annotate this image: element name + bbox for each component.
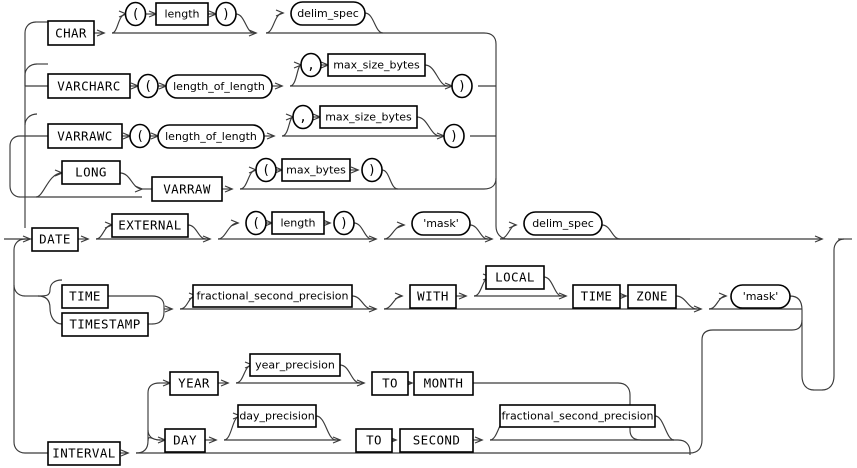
node-day[interactable]: DAY — [164, 428, 206, 453]
node-paren-open-4-label: ( — [262, 163, 270, 178]
node-year-precision[interactable]: year_precision — [249, 353, 341, 377]
node-mask-1[interactable]: 'mask' — [411, 211, 471, 236]
node-paren-close-2-label: ) — [458, 79, 466, 94]
node-external[interactable]: EXTERNAL — [111, 213, 189, 238]
node-paren-open-3-label: ( — [136, 129, 144, 144]
node-day-precision-label: day_precision — [239, 410, 314, 423]
node-comma-2-label: , — [299, 110, 307, 125]
node-interval[interactable]: INTERVAL — [47, 441, 121, 466]
node-year-precision-label: year_precision — [255, 359, 335, 372]
node-long[interactable]: LONG — [61, 160, 121, 185]
node-year-label: YEAR — [178, 376, 210, 391]
node-second[interactable]: SECOND — [399, 428, 474, 453]
node-paren-close-4[interactable]: ) — [361, 157, 383, 183]
node-paren-close-4-label: ) — [368, 163, 376, 178]
node-delim-spec-1-label: delim_spec — [297, 7, 359, 20]
node-length-of-length-1[interactable]: length_of_length — [165, 74, 273, 99]
node-comma-1-label: , — [307, 58, 315, 73]
node-varrawc-label: VARRAWC — [57, 129, 112, 144]
node-mask-1-label: 'mask' — [423, 217, 459, 230]
node-paren-open-1-label: ( — [132, 7, 140, 22]
node-time-2[interactable]: TIME — [572, 284, 621, 309]
node-varrawc[interactable]: VARRAWC — [47, 123, 123, 149]
node-second-label: SECOND — [413, 433, 461, 448]
node-length-of-length-2-label: length_of_length — [165, 130, 257, 143]
node-paren-open-1[interactable]: ( — [124, 1, 147, 27]
node-month-label: MONTH — [424, 376, 464, 391]
node-comma-1[interactable]: , — [300, 52, 322, 78]
node-char-label: CHAR — [55, 26, 87, 41]
node-zone-label: ZONE — [636, 289, 668, 304]
node-mask-2-label: 'mask' — [743, 290, 779, 303]
node-timestamp[interactable]: TIMESTAMP — [61, 312, 149, 337]
node-max-size-bytes-2[interactable]: max_size_bytes — [319, 105, 418, 129]
node-to-2-label: TO — [366, 433, 382, 448]
node-paren-open-5-label: ( — [252, 216, 260, 231]
node-timestamp-label: TIMESTAMP — [69, 317, 140, 332]
node-paren-open-3[interactable]: ( — [129, 123, 151, 149]
node-length-1[interactable]: length — [155, 2, 209, 26]
node-local[interactable]: LOCAL — [485, 265, 545, 290]
node-delim-spec-2-label: delim_spec — [532, 217, 594, 230]
node-paren-open-2[interactable]: ( — [137, 73, 159, 99]
node-fractional-second-precision-1[interactable]: fractional_second_precision — [192, 284, 353, 308]
node-paren-close-5-label: ) — [340, 216, 348, 231]
node-paren-close-3[interactable]: ) — [443, 123, 465, 149]
node-paren-close-3-label: ) — [450, 129, 458, 144]
node-max-size-bytes-1-label: max_size_bytes — [333, 59, 420, 72]
node-time-label: TIME — [69, 289, 101, 304]
node-external-label: EXTERNAL — [118, 218, 181, 233]
node-year[interactable]: YEAR — [169, 371, 219, 396]
node-with-label: WITH — [417, 289, 449, 304]
node-mask-2[interactable]: 'mask' — [730, 284, 791, 309]
node-length-2-label: length — [280, 217, 315, 230]
node-length-of-length-2[interactable]: length_of_length — [157, 124, 265, 149]
node-length-2[interactable]: length — [271, 211, 325, 235]
node-delim-spec-2[interactable]: delim_spec — [523, 211, 603, 236]
node-paren-open-2-label: ( — [144, 79, 152, 94]
node-long-label: LONG — [75, 165, 107, 180]
node-varcharc[interactable]: VARCHARC — [47, 73, 131, 99]
node-varraw[interactable]: VARRAW — [151, 176, 223, 202]
node-to-1-label: TO — [382, 376, 398, 391]
node-paren-close-5[interactable]: ) — [333, 210, 355, 236]
node-char[interactable]: CHAR — [47, 20, 95, 46]
node-interval-label: INTERVAL — [52, 446, 115, 461]
node-max-bytes[interactable]: max_bytes — [281, 158, 351, 182]
node-paren-close-1-label: ) — [222, 7, 230, 22]
node-with[interactable]: WITH — [409, 284, 457, 309]
node-local-label: LOCAL — [495, 270, 535, 285]
node-date[interactable]: DATE — [31, 227, 79, 252]
node-max-bytes-label: max_bytes — [286, 164, 346, 177]
node-length-1-label: length — [164, 8, 199, 21]
node-varraw-label: VARRAW — [163, 182, 211, 197]
node-zone[interactable]: ZONE — [627, 284, 677, 309]
node-date-label: DATE — [39, 232, 71, 247]
node-paren-close-1[interactable]: ) — [215, 1, 237, 27]
node-to-1[interactable]: TO — [371, 371, 409, 396]
node-paren-open-4[interactable]: ( — [255, 157, 277, 183]
node-max-size-bytes-1[interactable]: max_size_bytes — [327, 53, 426, 77]
node-fractional-second-precision-2-label: fractional_second_precision — [502, 410, 654, 423]
node-time-2-label: TIME — [581, 289, 613, 304]
node-day-precision[interactable]: day_precision — [237, 404, 317, 428]
node-paren-close-2[interactable]: ) — [451, 73, 473, 99]
node-month[interactable]: MONTH — [413, 371, 474, 396]
node-comma-2[interactable]: , — [292, 104, 314, 130]
node-fractional-second-precision-1-label: fractional_second_precision — [197, 290, 349, 303]
node-max-size-bytes-2-label: max_size_bytes — [325, 111, 412, 124]
node-varcharc-label: VARCHARC — [57, 79, 120, 94]
node-fractional-second-precision-2[interactable]: fractional_second_precision — [499, 404, 656, 428]
node-day-label: DAY — [173, 433, 197, 448]
node-paren-open-5[interactable]: ( — [245, 210, 267, 236]
node-to-2[interactable]: TO — [355, 428, 393, 453]
node-delim-spec-1[interactable]: delim_spec — [290, 1, 366, 26]
node-time[interactable]: TIME — [61, 284, 109, 309]
track-lines — [4, 13, 852, 455]
node-length-of-length-1-label: length_of_length — [173, 80, 265, 93]
